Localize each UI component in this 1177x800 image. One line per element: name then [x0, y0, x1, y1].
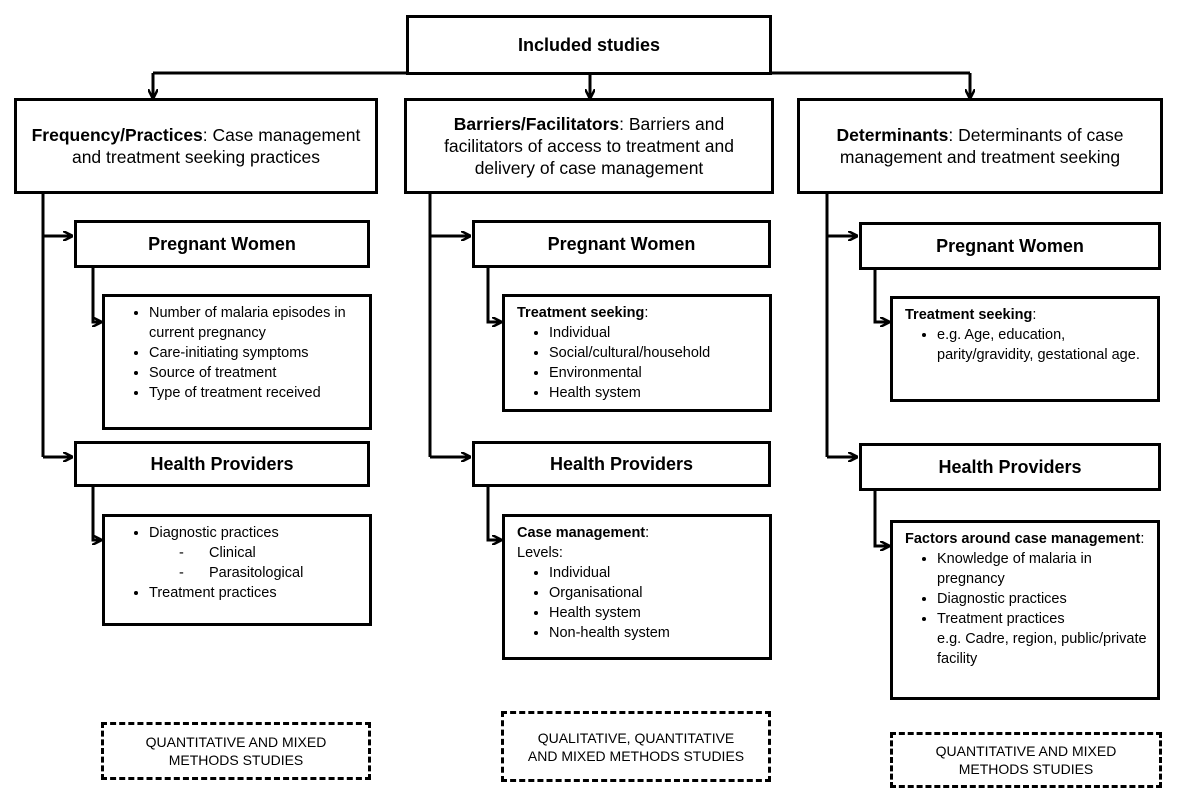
pregnant-women-box-col2: Pregnant Women — [472, 220, 771, 268]
category-description: : Barriers and facilitators of access to… — [444, 114, 734, 178]
category-title: Frequency/Practices — [31, 125, 203, 145]
arrow-col2-providers-list — [486, 487, 501, 540]
women-frequency-list: Number of malaria episodes in current pr… — [117, 303, 359, 403]
list-item: Treatment practices e.g. Cadre, region, … — [937, 609, 1147, 669]
methods-label: QUALITATIVE, QUANTITATIVE AND MIXED METH… — [527, 729, 745, 764]
list-item: Type of treatment received — [149, 383, 359, 403]
list-item: Care-initiating symptoms — [149, 343, 359, 363]
providers-frequency-list-box: Diagnostic practices Clinical Parasitolo… — [102, 514, 372, 626]
list-item: Health system — [549, 383, 759, 403]
health-providers-box-col2: Health Providers — [472, 441, 771, 487]
list-heading: Case management: — [517, 525, 650, 541]
frequency-practices-box: Frequency/Practices: Case management and… — [14, 98, 378, 194]
list-item: Diagnostic practices Clinical Parasitolo… — [149, 523, 359, 583]
list-item-text: Diagnostic practices — [149, 525, 279, 541]
health-providers-box-col1: Health Providers — [74, 441, 370, 487]
arrow-col1-providers-list — [91, 487, 101, 540]
levels-label: Levels: — [517, 545, 563, 561]
providers-determinants-list-box: Factors around case management: Knowledg… — [890, 520, 1160, 700]
women-barriers-list-box: Treatment seeking: Individual Social/cul… — [502, 294, 772, 412]
list-item: Environmental — [549, 363, 759, 383]
category-description: : Case management and treatment seeking … — [71, 125, 361, 167]
methods-label: QUANTITATIVE AND MIXED METHODS STUDIES — [935, 743, 1117, 777]
women-determinants-list-box: Treatment seeking: e.g. Age, education, … — [890, 296, 1160, 402]
pregnant-women-box-col3: Pregnant Women — [859, 222, 1161, 270]
included-studies-title: Included studies — [517, 34, 661, 55]
pregnant-women-label: Pregnant Women — [148, 233, 296, 254]
list-heading: Factors around case management: — [905, 531, 1145, 547]
arrow-col3-women-list — [873, 268, 889, 322]
providers-barriers-list: Individual Organisational Health system … — [517, 563, 759, 643]
list-item: Health system — [549, 603, 759, 623]
list-item: Individual — [549, 323, 759, 343]
determinants-box: Determinants: Determinants of case manag… — [797, 98, 1163, 194]
factor-note: e.g. Cadre, region, public/private facil… — [937, 631, 1147, 667]
included-studies-box: Included studies — [406, 15, 772, 75]
women-barriers-list: Individual Social/cultural/household Env… — [517, 323, 759, 403]
category-description: : Determinants of case management and tr… — [839, 125, 1124, 167]
diagnostic-sublist: Clinical Parasitological — [149, 543, 359, 583]
list-item: Diagnostic practices — [937, 589, 1147, 609]
pregnant-women-label: Pregnant Women — [547, 233, 696, 254]
health-providers-label: Health Providers — [549, 453, 694, 474]
list-item: Knowledge of malaria in pregnancy — [937, 549, 1147, 589]
health-providers-box-col3: Health Providers — [859, 443, 1161, 491]
list-item: Individual — [549, 563, 759, 583]
pregnant-women-label: Pregnant Women — [936, 235, 1084, 256]
health-providers-label: Health Providers — [150, 453, 294, 474]
pregnant-women-box-col1: Pregnant Women — [74, 220, 370, 268]
providers-determinants-list: Knowledge of malaria in pregnancy Diagno… — [905, 549, 1147, 669]
methods-label: QUANTITATIVE AND MIXED METHODS STUDIES — [145, 734, 327, 768]
providers-barriers-list-box: Case management: Levels: Individual Orga… — [502, 514, 772, 660]
women-determinants-list: e.g. Age, education, parity/gravidity, g… — [905, 325, 1147, 365]
list-heading: Treatment seeking: — [517, 305, 649, 321]
list-item: Organisational — [549, 583, 759, 603]
list-item: Treatment practices — [149, 583, 359, 603]
list-item: e.g. Age, education, parity/gravidity, g… — [937, 325, 1147, 365]
health-providers-label: Health Providers — [938, 456, 1082, 477]
providers-frequency-list: Diagnostic practices Clinical Parasitolo… — [117, 523, 359, 603]
arrow-col1-women-list — [91, 268, 101, 322]
category-title: Barriers/Facilitators — [453, 114, 620, 134]
list-item: Source of treatment — [149, 363, 359, 383]
arrow-col2-women-list — [486, 268, 501, 322]
methods-box-col1: QUANTITATIVE AND MIXED METHODS STUDIES — [101, 722, 371, 780]
sub-item: Clinical — [179, 543, 359, 563]
arrow-col3-providers-list — [873, 487, 889, 546]
list-item: Non-health system — [549, 623, 759, 643]
methods-box-col2: QUALITATIVE, QUANTITATIVE AND MIXED METH… — [501, 711, 771, 782]
list-item: Social/cultural/household — [549, 343, 759, 363]
women-frequency-list-box: Number of malaria episodes in current pr… — [102, 294, 372, 430]
list-item-text: Treatment practices — [937, 611, 1065, 627]
list-item: Number of malaria episodes in current pr… — [149, 303, 359, 343]
methods-box-col3: QUANTITATIVE AND MIXED METHODS STUDIES — [890, 732, 1162, 788]
list-heading: Treatment seeking: — [905, 307, 1037, 323]
category-title: Determinants — [836, 125, 949, 145]
sub-item: Parasitological — [179, 563, 359, 583]
barriers-facilitators-box: Barriers/Facilitators: Barriers and faci… — [404, 98, 774, 194]
